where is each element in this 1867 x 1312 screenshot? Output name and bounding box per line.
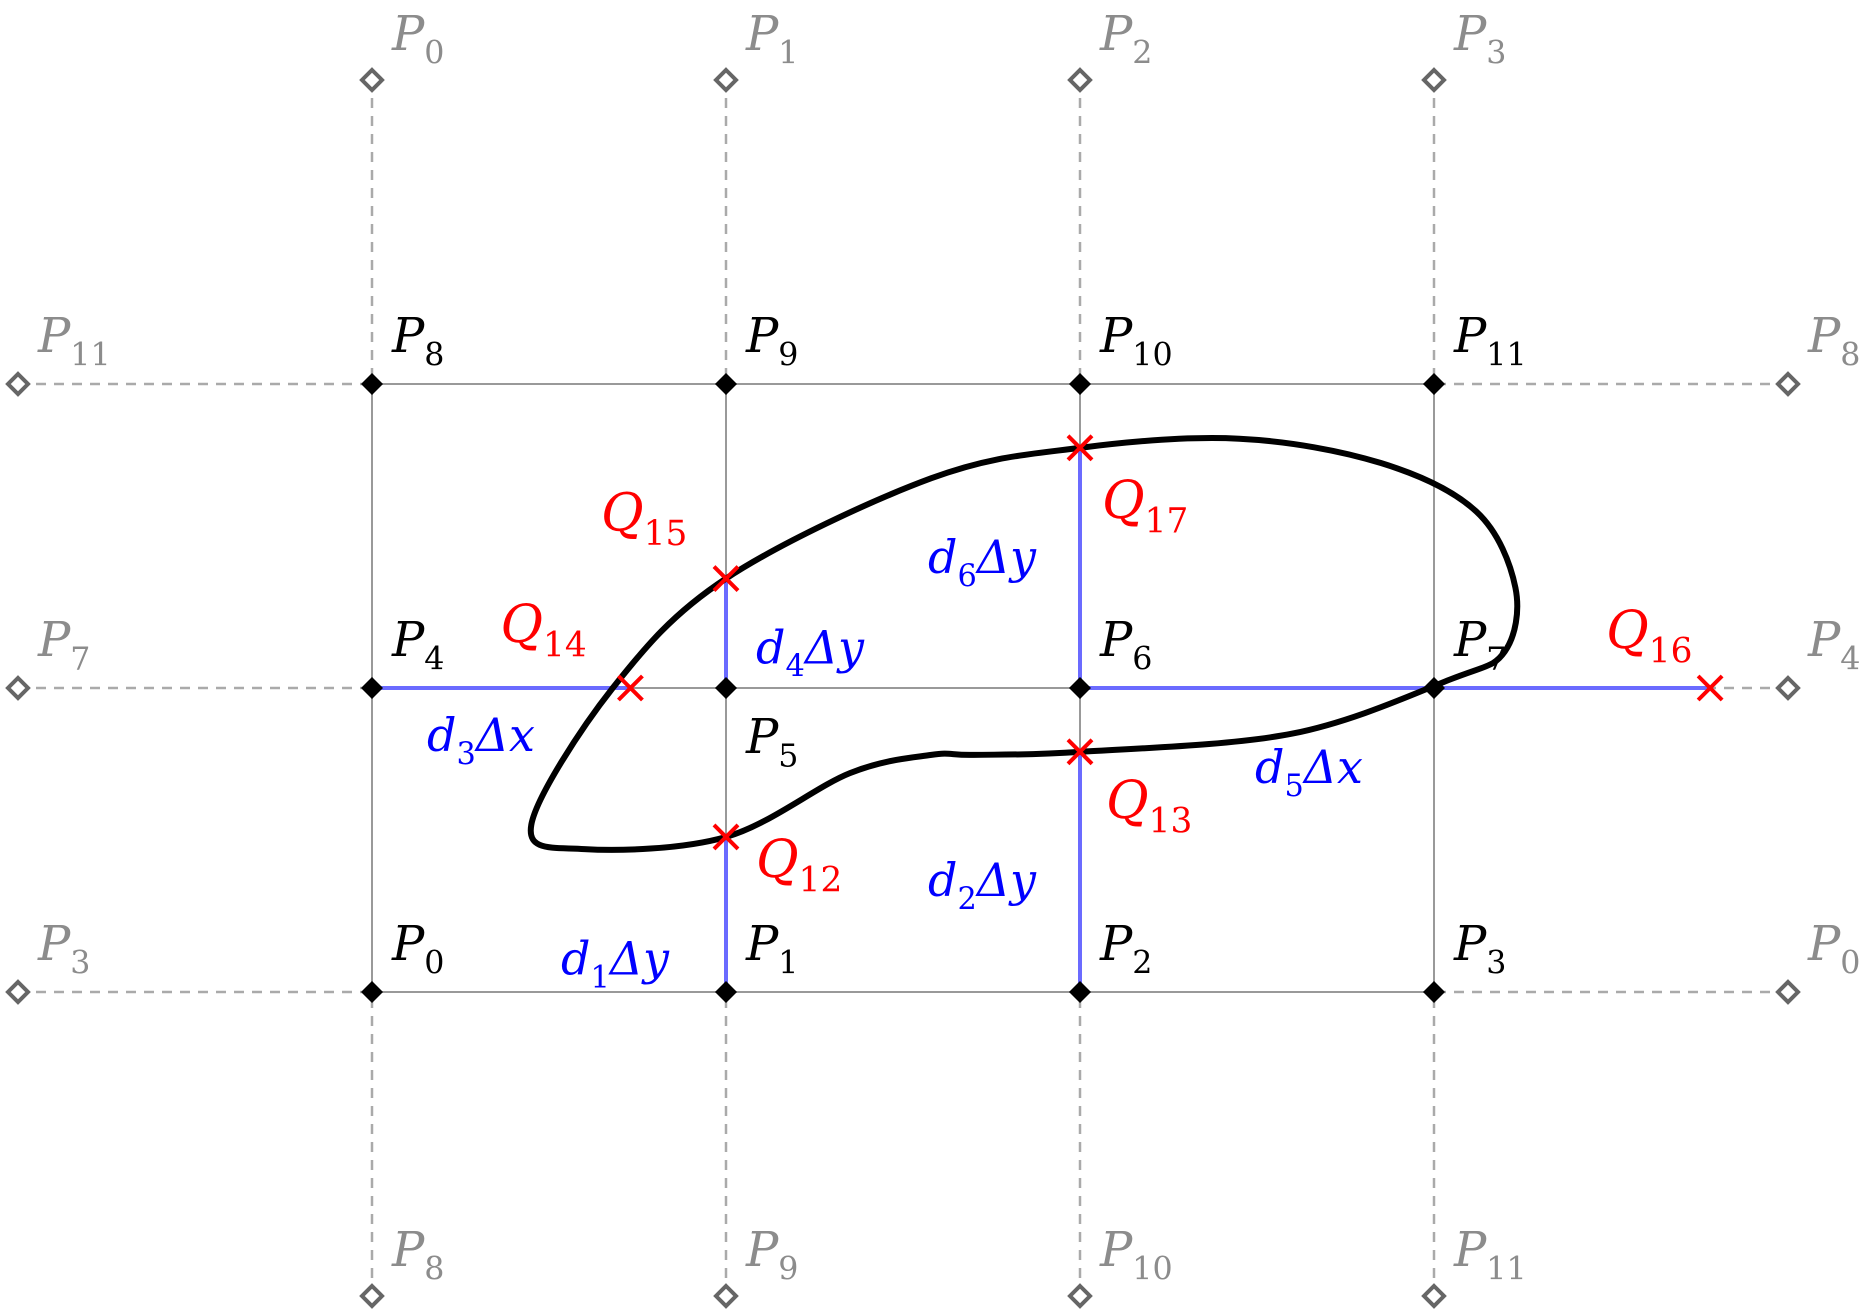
cross-stroke <box>617 674 644 702</box>
distance-segments <box>372 447 1711 992</box>
node-label-p6: P6 <box>1099 612 1152 677</box>
ghost-node-label: P0 <box>1807 916 1860 981</box>
hollow-diamond-icon <box>359 1283 385 1309</box>
cross-stroke <box>712 565 740 592</box>
ghost-node-label: P1 <box>745 6 798 71</box>
node-label-p11: P11 <box>1453 308 1527 373</box>
hollow-diamond-icon <box>1775 675 1801 701</box>
red-cross-icon <box>617 674 644 702</box>
distance-label-d4: d4Δy <box>756 620 865 684</box>
distance-label-d3: d3Δx <box>427 708 535 772</box>
node-label-p5: P5 <box>745 709 798 774</box>
red-cross-icon <box>1066 738 1094 766</box>
filled-diamond-icon <box>1423 677 1445 699</box>
hollow-diamond-icon <box>1421 1283 1447 1309</box>
ghost-node-label: P0 <box>391 6 444 71</box>
filled-diamond-icon <box>715 677 737 699</box>
intersection-label-q16: Q16 <box>1606 601 1692 672</box>
filled-diamond-icon <box>361 677 383 699</box>
hollow-diamond-icon <box>713 1283 739 1309</box>
grid-nodes <box>361 373 1445 1003</box>
ghost-node-label: P7 <box>37 612 90 677</box>
red-cross-icon <box>1696 674 1724 702</box>
red-cross-icon <box>712 823 740 851</box>
node-label-p7: P7 <box>1453 612 1506 677</box>
closed-curve-path <box>527 435 1521 853</box>
ghost-node-label: P11 <box>37 308 111 373</box>
intersection-label-q17: Q17 <box>1102 471 1188 542</box>
node-label-p2: P2 <box>1099 916 1152 981</box>
filled-diamond-icon <box>1069 677 1091 699</box>
filled-diamond-icon <box>1069 981 1091 1003</box>
node-label-p10: P10 <box>1099 308 1173 373</box>
cross-stroke <box>1066 738 1094 766</box>
ghost-nodes <box>5 67 1801 1309</box>
cross-stroke <box>1696 674 1724 702</box>
ghost-node-label: P9 <box>745 1222 798 1287</box>
ghost-connector-lines <box>18 80 1788 1296</box>
distance-label-d1: d1Δy <box>561 931 670 995</box>
red-cross-icon <box>1066 434 1094 462</box>
hollow-diamond-icon <box>1775 979 1801 1005</box>
node-label-p4: P4 <box>391 612 444 677</box>
hollow-diamond-icon <box>5 675 31 701</box>
ghost-node-label: P3 <box>1453 6 1506 71</box>
distance-label-d6: d6Δy <box>928 530 1037 594</box>
closed-curve <box>527 435 1521 853</box>
cross-stroke <box>712 823 740 851</box>
intersection-label-q12: Q12 <box>756 830 842 901</box>
filled-diamond-icon <box>361 373 383 395</box>
intersection-label-q14: Q14 <box>500 595 586 666</box>
ghost-node-label: P8 <box>391 1222 444 1287</box>
hollow-diamond-icon <box>1067 67 1093 93</box>
node-label-p0: P0 <box>391 916 444 981</box>
node-label-p1: P1 <box>745 916 798 981</box>
distance-label-d2: d2Δy <box>928 853 1037 917</box>
ghost-node-label: P11 <box>1453 1222 1527 1287</box>
filled-diamond-icon <box>715 373 737 395</box>
filled-diamond-icon <box>361 981 383 1003</box>
node-label-p8: P8 <box>391 308 444 373</box>
hollow-diamond-icon <box>713 67 739 93</box>
node-label-p3: P3 <box>1453 916 1506 981</box>
hollow-diamond-icon <box>5 371 31 397</box>
distance-label-d5: d5Δx <box>1255 740 1363 804</box>
hollow-diamond-icon <box>5 979 31 1005</box>
intersection-label-q15: Q15 <box>601 484 687 555</box>
ghost-node-label: P10 <box>1099 1222 1173 1287</box>
hollow-diamond-icon <box>1775 371 1801 397</box>
hollow-diamond-icon <box>359 67 385 93</box>
filled-diamond-icon <box>1423 373 1445 395</box>
filled-diamond-icon <box>715 981 737 1003</box>
ghost-node-label: P2 <box>1099 6 1152 71</box>
intersection-label-q13: Q13 <box>1106 771 1192 842</box>
filled-diamond-icon <box>1069 373 1091 395</box>
cross-stroke <box>1066 434 1094 462</box>
hollow-diamond-icon <box>1067 1283 1093 1309</box>
intersection-markers <box>617 434 1724 851</box>
ghost-node-label: P3 <box>37 916 90 981</box>
hollow-diamond-icon <box>1421 67 1447 93</box>
node-label-p9: P9 <box>745 308 798 373</box>
red-cross-icon <box>712 565 740 592</box>
ghost-node-label: P8 <box>1807 308 1860 373</box>
ghost-node-label: P4 <box>1807 612 1860 677</box>
filled-diamond-icon <box>1423 981 1445 1003</box>
